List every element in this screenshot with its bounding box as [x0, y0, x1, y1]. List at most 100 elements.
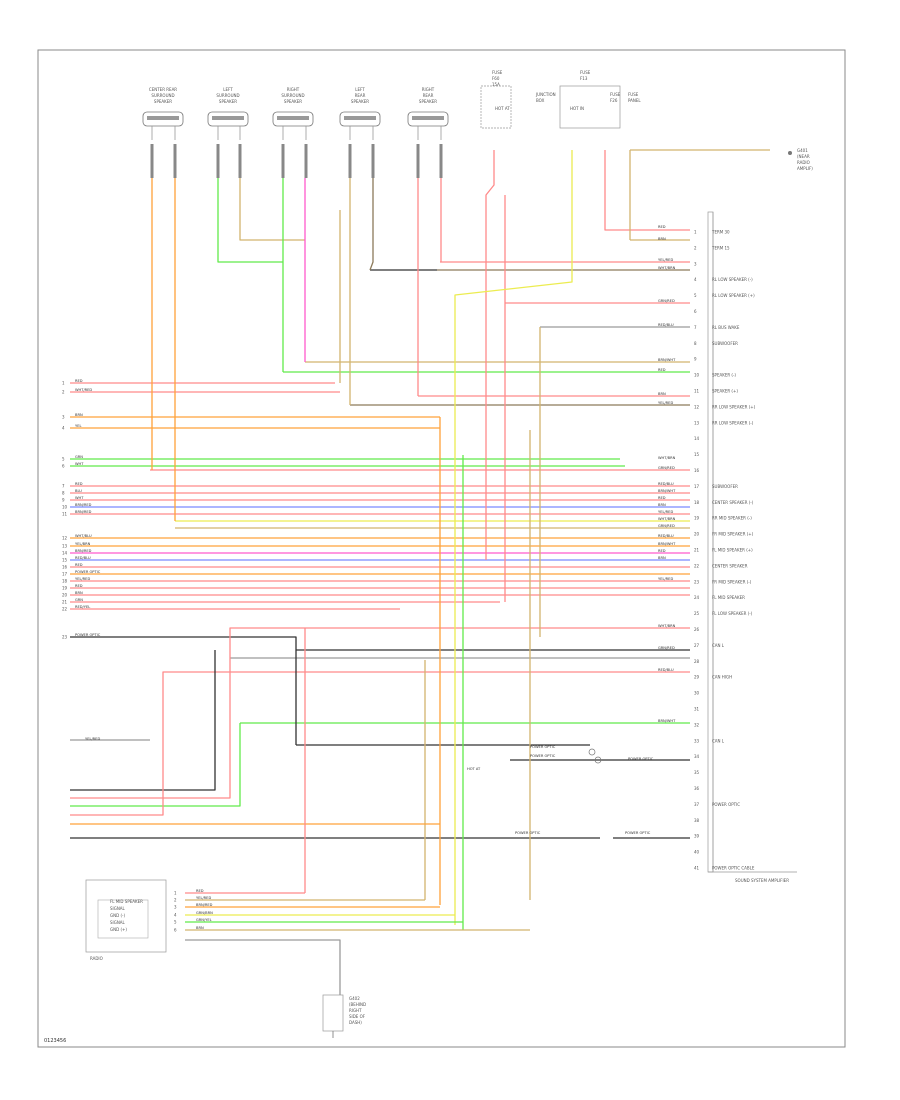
- component-label: SPEAKER: [351, 99, 369, 104]
- left-wire-label: BRN: [75, 591, 83, 595]
- left-pin-number: 14: [62, 551, 68, 556]
- wire-code-label: WHT/BRN: [658, 517, 676, 521]
- wire-code-label: WHT/BRN: [658, 456, 676, 460]
- component-label: SPEAKER: [219, 99, 237, 104]
- bottom-component-line: FL MID SPEAKER: [110, 899, 143, 904]
- component-label: LEFT: [355, 87, 365, 92]
- amp-pin-label: RL BUS WAKE: [712, 325, 740, 330]
- optic-connector: [588, 748, 596, 756]
- left-pin-number: 2: [62, 390, 65, 395]
- component-label: SURROUND: [151, 93, 174, 98]
- bottom-component-line: GND (-): [110, 913, 125, 918]
- vertical-wire: [604, 150, 690, 231]
- amp-pin-label: CENTER SPEAKER (-): [712, 500, 754, 505]
- left-pin-number: 19: [62, 586, 68, 591]
- component-label: RIGHT: [287, 87, 300, 92]
- vertical-wire: [485, 150, 495, 560]
- amp-pin-label: CENTER SPEAKER: [712, 563, 748, 568]
- connector-pins: [212, 116, 244, 120]
- amp-pin-label: RL LOW SPEAKER (-): [712, 277, 753, 282]
- amp-pin-label: FL MID SPEAKER: [712, 595, 745, 600]
- left-wire-label: YEL/RED: [75, 577, 90, 581]
- amp-pin-number: 17: [694, 484, 700, 489]
- wire-label-mark: [348, 144, 352, 178]
- amp-pin-number: 15: [694, 452, 700, 457]
- amp-pin-number: 38: [694, 818, 700, 823]
- amp-pin-number: 11: [694, 389, 700, 394]
- amp-pin-number: 29: [694, 675, 700, 680]
- amp-pin-number: 2: [694, 245, 697, 250]
- bottom-wire: [185, 939, 341, 995]
- optic-label: POWER OPTIC: [625, 831, 651, 835]
- amp-pin-number: 7: [694, 325, 697, 330]
- amp-pin-number: 18: [694, 500, 700, 505]
- ground-label: (NEAR: [797, 154, 810, 159]
- bottom-pin-number: 2: [174, 898, 177, 903]
- amp-pin-number: 9: [694, 357, 697, 362]
- connector-pins: [277, 116, 309, 120]
- wire-label-mark: [416, 144, 420, 178]
- bottom-pin-number: 5: [174, 920, 177, 925]
- wire-code-label: RED/BLU: [658, 482, 674, 486]
- ground-label-bottom: (BEHIND: [349, 1002, 366, 1007]
- amp-pin-number: 27: [694, 643, 700, 648]
- amp-pin-number: 12: [694, 404, 700, 409]
- left-pin-number: 13: [62, 544, 68, 549]
- optic-label: POWER OPTIC: [530, 754, 556, 758]
- bottom-component-inner: [97, 899, 149, 939]
- wire-code-label: RED: [658, 225, 666, 229]
- left-wire-label: RED/YEL: [75, 605, 90, 609]
- fuse-side-label: BOX: [536, 98, 545, 103]
- left-pin-number: 7: [62, 484, 65, 489]
- wire-label-mark: [439, 144, 443, 178]
- amp-pin-label: CAN L: [712, 738, 725, 743]
- page-code: 0123456: [44, 1038, 66, 1044]
- left-pin-number: 12: [62, 536, 68, 541]
- connector-pins: [147, 116, 179, 120]
- fuse-label: FUSE: [580, 70, 591, 75]
- amp-pin-number: 22: [694, 563, 700, 568]
- bottom-component-box: [85, 879, 167, 953]
- amp-pin-label: POWER OPTIC CABLE: [712, 866, 755, 871]
- left-wire-label: WHT: [75, 462, 84, 466]
- left-wire-label: POWER OPTIC: [75, 633, 101, 637]
- amp-pin-number: 37: [694, 802, 700, 807]
- fuse-box-1: [480, 85, 512, 129]
- wires-layer: [70, 149, 770, 995]
- amp-pin-label: FL LOW SPEAKER (-): [712, 611, 753, 616]
- fuse-label: FUSE: [492, 70, 503, 75]
- diagram-frame: [37, 49, 846, 1048]
- left-pin-number: 23: [62, 635, 68, 640]
- left-pin-number: 17: [62, 572, 68, 577]
- amp-pin-label: POWER OPTIC: [712, 802, 740, 807]
- left-wire-label: RED: [75, 563, 83, 567]
- left-pin-number: 8: [62, 491, 65, 496]
- amp-pin-number: 3: [694, 261, 697, 266]
- wire-code-label: YEL/RED: [658, 258, 673, 262]
- wire-code-label: YEL/RED: [658, 577, 673, 581]
- labels-layer: CENTER REARSURROUNDSPEAKERLEFTSURROUNDSP…: [62, 70, 813, 1025]
- left-pin-number: 6: [62, 464, 65, 469]
- left-pin-number: 21: [62, 600, 68, 605]
- ground-label: RADIO: [797, 160, 810, 165]
- amp-pin-label: FR MID SPEAKER (+): [712, 532, 754, 537]
- left-wire-label: YEL: [75, 424, 81, 428]
- amp-pin-number: 33: [694, 738, 700, 743]
- component-label: REAR: [423, 93, 434, 98]
- left-pin-number: 1: [62, 381, 65, 386]
- amp-wire: [70, 636, 690, 651]
- amp-pin-label: CAN HIGH: [712, 675, 732, 680]
- wire-code-label: BRN/WHT: [658, 719, 676, 723]
- left-pin-number: 9: [62, 498, 65, 503]
- amp-pin-number: 25: [694, 611, 700, 616]
- wire-code-label: BRN: [658, 556, 666, 560]
- hot-label: HOT AT: [467, 767, 481, 771]
- amp-pin-number: 8: [694, 341, 697, 346]
- amp-pin-number: 19: [694, 516, 700, 521]
- bottom-pin-label: BRN: [196, 926, 204, 930]
- wire-code-label: RED: [658, 496, 666, 500]
- amp-pin-label: RR LOW SPEAKER (+): [712, 404, 756, 409]
- wire-label-mark: [173, 144, 177, 178]
- left-wire-label: BLU: [75, 489, 82, 493]
